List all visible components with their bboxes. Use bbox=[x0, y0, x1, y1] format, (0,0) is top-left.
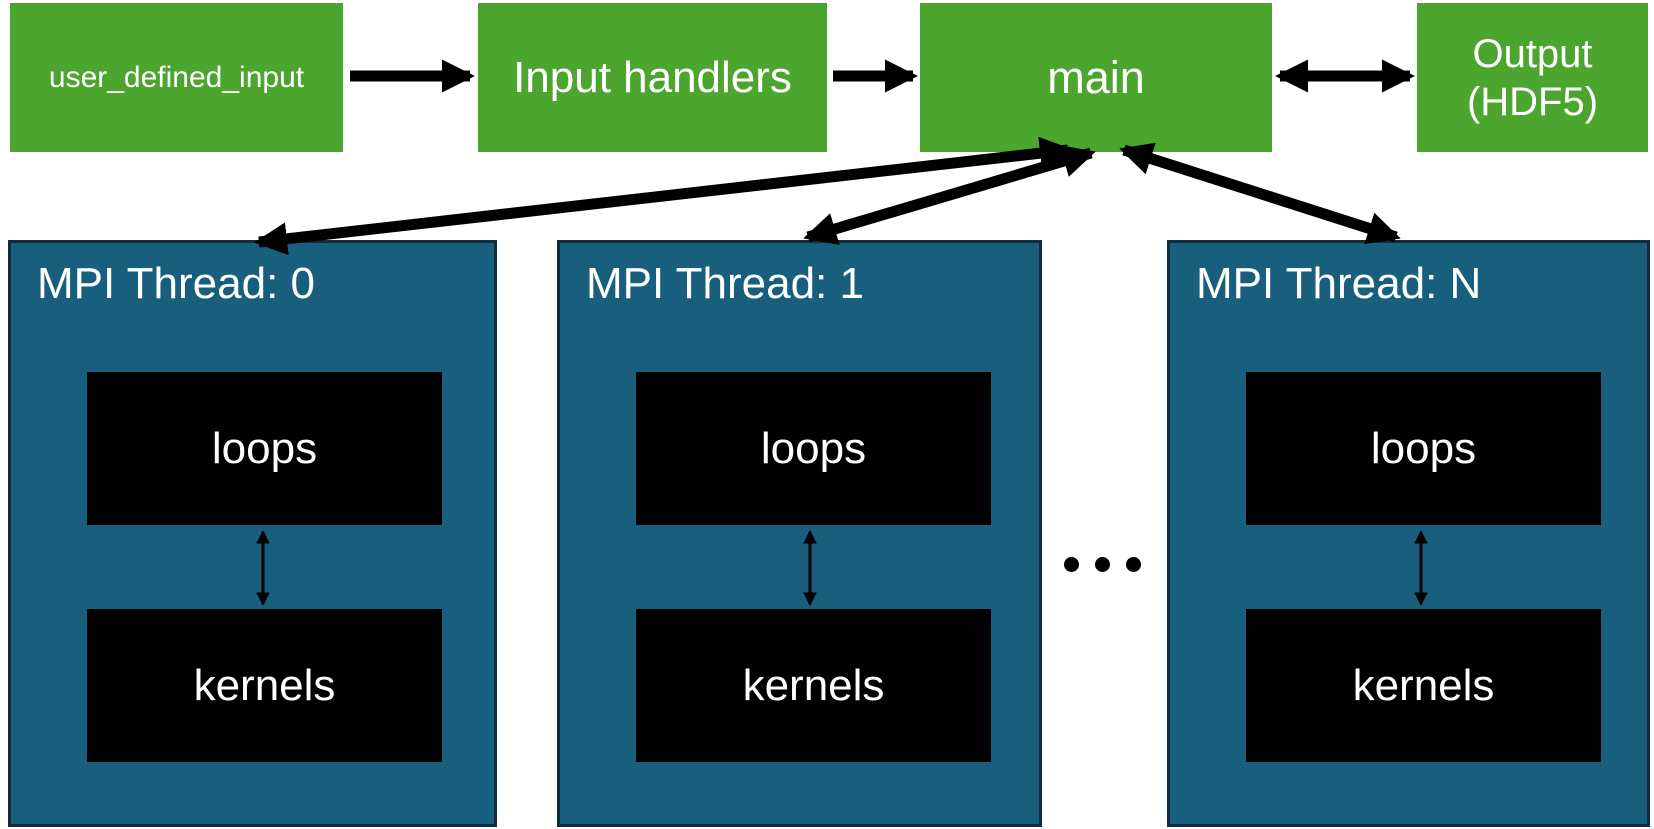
node-input-handlers: Input handlers bbox=[478, 3, 827, 152]
thread-1-loops-node: loops bbox=[636, 372, 991, 525]
thread-n-loops-label: loops bbox=[1370, 423, 1477, 473]
node-user-defined-input: user_defined_input bbox=[10, 3, 343, 152]
node-output-label-line2: (HDF5) bbox=[1466, 79, 1599, 124]
thread-1-loops-label: loops bbox=[760, 423, 867, 473]
thread-box-1: MPI Thread: 1 loops kernels bbox=[557, 240, 1042, 827]
node-output-hdf5: Output (HDF5) bbox=[1417, 3, 1648, 152]
thread-n-title: MPI Thread: N bbox=[1196, 259, 1482, 308]
thread-box-n: MPI Thread: N loops kernels bbox=[1167, 240, 1650, 827]
arrow-main-threadN-bidirectional bbox=[1119, 142, 1401, 245]
thread-n-loops-node: loops bbox=[1246, 372, 1601, 525]
thread-1-kernels-label: kernels bbox=[742, 660, 885, 710]
thread-0-title: MPI Thread: 0 bbox=[37, 259, 315, 308]
thread-box-0: MPI Thread: 0 loops kernels bbox=[8, 240, 497, 827]
thread-0-kernels-label: kernels bbox=[193, 660, 336, 710]
node-main-label: main bbox=[1047, 51, 1145, 103]
thread-1-title: MPI Thread: 1 bbox=[586, 259, 864, 308]
node-user-defined-input-label: user_defined_input bbox=[48, 60, 305, 94]
thread-1-kernels-node: kernels bbox=[636, 609, 991, 762]
thread-0-loops-label: loops bbox=[211, 423, 318, 473]
ellipsis-dot bbox=[1064, 557, 1079, 572]
node-output-label-line1: Output bbox=[1472, 31, 1593, 76]
ellipsis-dot bbox=[1126, 557, 1141, 572]
node-main: main bbox=[920, 3, 1272, 152]
thread-n-kernels-label: kernels bbox=[1352, 660, 1495, 710]
arrow-main-thread0-bidirectional bbox=[254, 136, 1073, 256]
arrow-main-thread1-bidirectional bbox=[803, 145, 1096, 245]
ellipsis-dot bbox=[1095, 557, 1110, 572]
node-input-handlers-label: Input handlers bbox=[513, 52, 792, 102]
thread-0-kernels-node: kernels bbox=[87, 609, 442, 762]
thread-n-kernels-node: kernels bbox=[1246, 609, 1601, 762]
thread-0-loops-node: loops bbox=[87, 372, 442, 525]
ellipsis-dots bbox=[1064, 557, 1141, 572]
